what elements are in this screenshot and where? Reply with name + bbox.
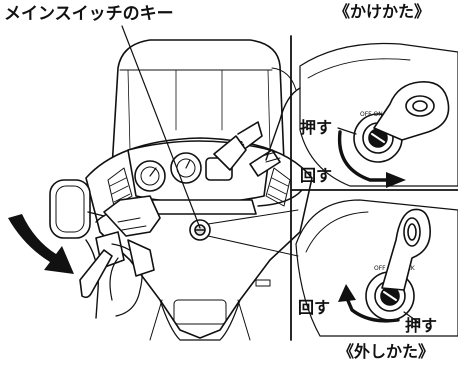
turn-down-arrow [8,214,74,274]
svg-text:OFF ON LOCK: OFF ON LOCK [360,111,402,118]
lock-panel-illustration: OFF ON LOCK [299,42,458,188]
caption-lock: 《かけかた》 [334,2,431,21]
scooter-illustration [49,39,313,341]
callout-leader-line [121,25,201,229]
push-label-remove: 押す [405,316,438,335]
callout-label: メインスイッチのキー [4,4,174,24]
caption-remove: 《外しかた》 [338,342,435,361]
push-label-lock: 押す [300,118,333,137]
turn-label-lock: 回す [300,166,333,185]
remove-panel-illustration: OFF ON LOCK [295,199,458,337]
turn-label-remove: 回す [298,298,331,317]
